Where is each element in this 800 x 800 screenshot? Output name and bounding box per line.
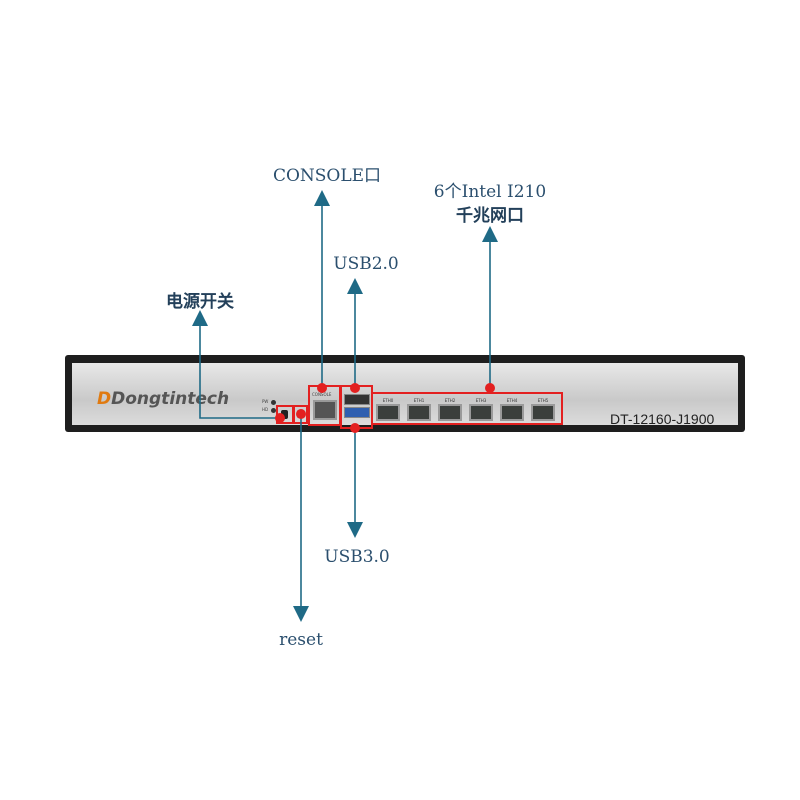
eth-label: ETH0 — [382, 398, 394, 403]
eth-port: ETH2 — [436, 398, 464, 422]
console-port — [313, 400, 337, 420]
arrow-down-icon — [347, 522, 363, 538]
model-label: DT-12160-J1900 — [610, 411, 715, 427]
eth-label: ETH4 — [506, 398, 518, 403]
arrow-down-icon — [293, 606, 309, 622]
usb3-port — [344, 407, 370, 418]
callout-dots — [275, 383, 495, 433]
eth-label: ETH2 — [444, 398, 456, 403]
arrow-up-icon — [347, 278, 363, 294]
eth-label: ETH5 — [537, 398, 549, 403]
arrow-up-icon — [314, 190, 330, 206]
callout-power-switch: 电源开关 — [166, 292, 234, 312]
callout-usb3: USB3.0 — [324, 547, 390, 567]
arrow-up-icon — [192, 310, 208, 326]
callout-reset: reset — [279, 630, 323, 650]
power-button — [281, 410, 288, 419]
eth-port: ETH3 — [467, 398, 495, 422]
arrow-up-icon — [482, 226, 498, 242]
eth-port: ETH0 — [374, 398, 402, 422]
console-port-label: CONSOLE — [312, 392, 332, 397]
callout-usb2: USB2.0 — [333, 254, 399, 274]
eth-port: ETH1 — [405, 398, 433, 422]
callout-console: CONSOLE口 — [272, 166, 382, 186]
led-hd: HD — [262, 407, 276, 413]
eth-port: ETH5 — [529, 398, 557, 422]
led-pw: PW — [262, 399, 276, 405]
eth-port: ETH4 — [498, 398, 526, 422]
callout-ethernet-title: 6个Intel I210 — [433, 182, 547, 202]
eth-label: ETH3 — [475, 398, 487, 403]
eth-label: ETH1 — [413, 398, 425, 403]
callout-ethernet-subtitle: 千兆网口 — [456, 206, 524, 226]
usb2-port — [344, 394, 370, 405]
